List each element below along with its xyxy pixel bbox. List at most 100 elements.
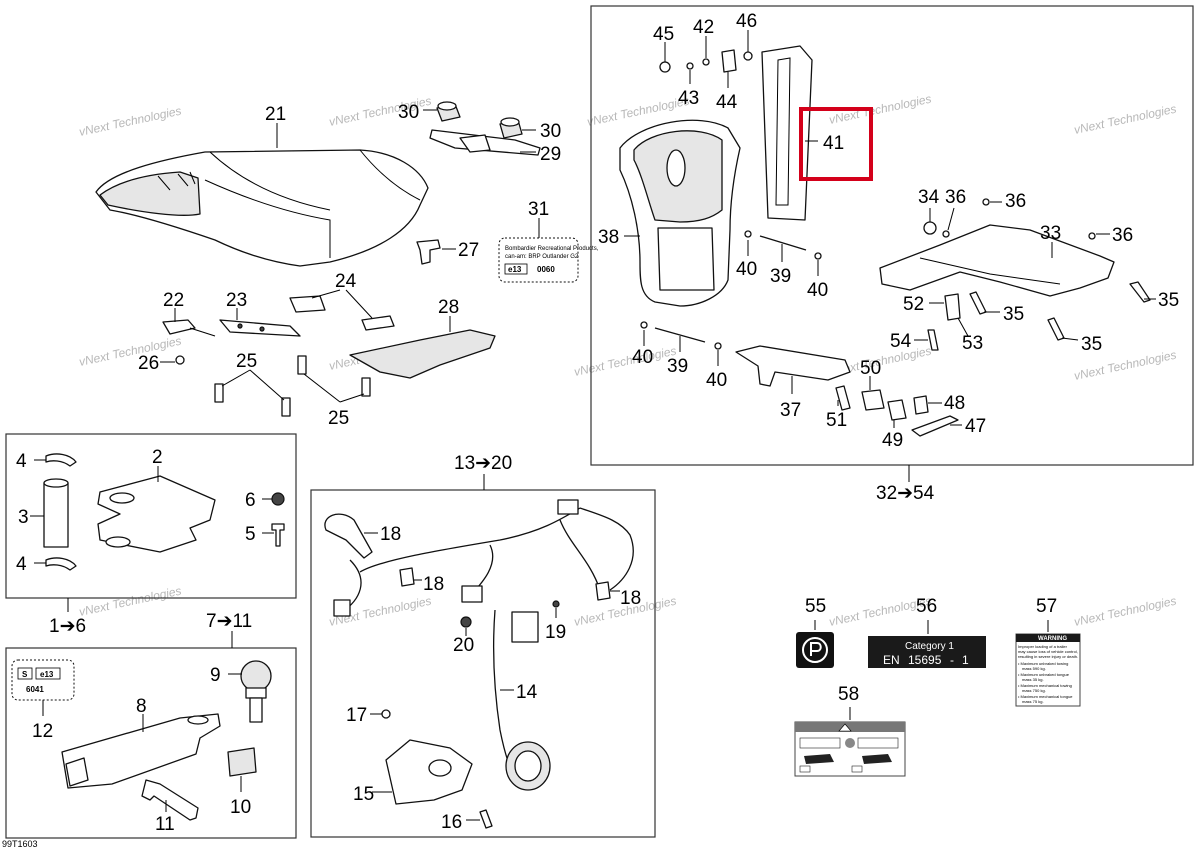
part-pin xyxy=(654,327,706,343)
callout-21: 21 xyxy=(265,104,286,125)
decal-56-prefix: EN xyxy=(883,653,900,667)
callout-47: 47 xyxy=(965,416,986,437)
decal-56-number: 15695 xyxy=(908,653,942,667)
callout-31: 31 xyxy=(528,199,549,220)
watermark: vNext Technologies xyxy=(78,104,183,139)
part-backrest xyxy=(619,119,741,307)
part-backrest-bracket xyxy=(761,45,813,221)
callout-39: 39 xyxy=(667,356,688,377)
callout-58: 58 xyxy=(838,684,859,705)
highlight-box xyxy=(799,107,873,181)
part-nut xyxy=(1088,232,1096,240)
leader-line xyxy=(303,373,341,403)
leader-line xyxy=(339,393,365,403)
part-nut-20 xyxy=(460,616,472,628)
callout-39: 39 xyxy=(770,266,791,287)
label-31: Bombardier Recreational Products, can-am… xyxy=(498,237,599,283)
part-pin xyxy=(759,235,807,251)
part-socket xyxy=(505,741,551,791)
callout-30: 30 xyxy=(398,102,419,123)
part-hitch-ball xyxy=(240,660,272,723)
callout-46: 46 xyxy=(736,11,757,32)
callout-3: 3 xyxy=(18,507,29,528)
part-clip-18 xyxy=(399,567,415,587)
part-spacer xyxy=(923,221,937,235)
callout-44: 44 xyxy=(716,92,738,113)
group-range-13-20: 13➔20 xyxy=(454,453,512,474)
part-nut-26 xyxy=(175,355,185,365)
decal-56-class: 1 xyxy=(962,653,969,667)
callout-23: 23 xyxy=(226,290,247,311)
callout-28: 28 xyxy=(438,297,459,318)
part-nut-17 xyxy=(381,709,391,719)
part-bolts xyxy=(969,281,1151,341)
part-heat-shield xyxy=(349,329,496,379)
callout-55: 55 xyxy=(805,596,826,617)
callout-25: 25 xyxy=(328,408,349,429)
part-seat-latch xyxy=(429,129,541,156)
callout-4: 4 xyxy=(16,554,27,575)
part-nut xyxy=(982,198,990,206)
callout-35: 35 xyxy=(1158,290,1179,311)
callout-18: 18 xyxy=(423,574,444,595)
callout-30: 30 xyxy=(540,121,561,142)
part-wiring-harness xyxy=(333,499,634,783)
callout-35: 35 xyxy=(1003,304,1024,325)
callout-57: 57 xyxy=(1036,596,1057,617)
decal-57-b2b: mass 35 kg. xyxy=(1022,677,1044,682)
part-small-hardware xyxy=(659,49,753,73)
callout-52: 52 xyxy=(903,294,924,315)
callout-49: 49 xyxy=(882,430,903,451)
group-range-1-6: 1➔6 xyxy=(49,616,86,637)
part-washer xyxy=(814,252,822,260)
callout-40: 40 xyxy=(706,370,727,391)
part-connector-loop xyxy=(324,513,373,559)
callout-26: 26 xyxy=(138,353,159,374)
callout-8: 8 xyxy=(136,696,147,717)
callout-9: 9 xyxy=(210,665,221,686)
leader-line xyxy=(249,369,285,401)
part-bolt-54 xyxy=(927,329,939,351)
callout-36: 36 xyxy=(945,187,966,208)
callout-53: 53 xyxy=(962,333,983,354)
part-hitch-pin xyxy=(141,779,199,821)
callout-25: 25 xyxy=(236,351,257,372)
callout-4: 4 xyxy=(16,451,27,472)
part-nut-6 xyxy=(271,492,285,506)
label-31-line1: Bombardier Recreational Products, xyxy=(505,246,599,252)
decal-57-b3b: mass 750 kg. xyxy=(1022,688,1046,693)
callout-17: 17 xyxy=(346,705,367,726)
callout-56: 56 xyxy=(916,596,937,617)
part-rack-bracket xyxy=(879,224,1115,297)
part-standoffs xyxy=(214,355,371,417)
decal-57-b3: • Maximum mechanical towing xyxy=(1018,683,1072,688)
callout-6: 6 xyxy=(245,490,256,511)
watermark: vNext Technologies xyxy=(78,584,183,619)
callout-40: 40 xyxy=(736,259,757,280)
callout-12: 12 xyxy=(32,721,53,742)
callout-37: 37 xyxy=(780,400,801,421)
label-31-line2: can-am: BRP Outlander G2 xyxy=(505,254,579,260)
leader-line xyxy=(311,289,341,299)
decal-57-b4: • Maximum mechanical tongue xyxy=(1018,694,1073,699)
part-nut xyxy=(942,230,950,238)
decal-57-body3: resulting in severe injury or death. xyxy=(1018,654,1078,659)
part-clip-4 xyxy=(45,453,77,467)
watermark: vNext Technologies xyxy=(573,344,678,379)
part-washer xyxy=(744,230,752,238)
callout-15: 15 xyxy=(353,784,374,805)
callout-2: 2 xyxy=(152,447,163,468)
callout-20: 20 xyxy=(453,635,474,656)
callout-19: 19 xyxy=(545,622,566,643)
decal-57-b1b: mass 590 kg. xyxy=(1022,666,1046,671)
decal-57-b4b: mass 75 kg. xyxy=(1022,699,1044,704)
callout-34: 34 xyxy=(918,187,940,208)
callout-10: 10 xyxy=(230,797,251,818)
callout-18: 18 xyxy=(620,588,641,609)
diagram-code: 99T1603 xyxy=(2,839,38,848)
part-spacer-52 xyxy=(944,293,961,321)
callout-48: 48 xyxy=(944,393,965,414)
callout-51: 51 xyxy=(826,410,847,431)
part-decal-10 xyxy=(227,747,257,777)
